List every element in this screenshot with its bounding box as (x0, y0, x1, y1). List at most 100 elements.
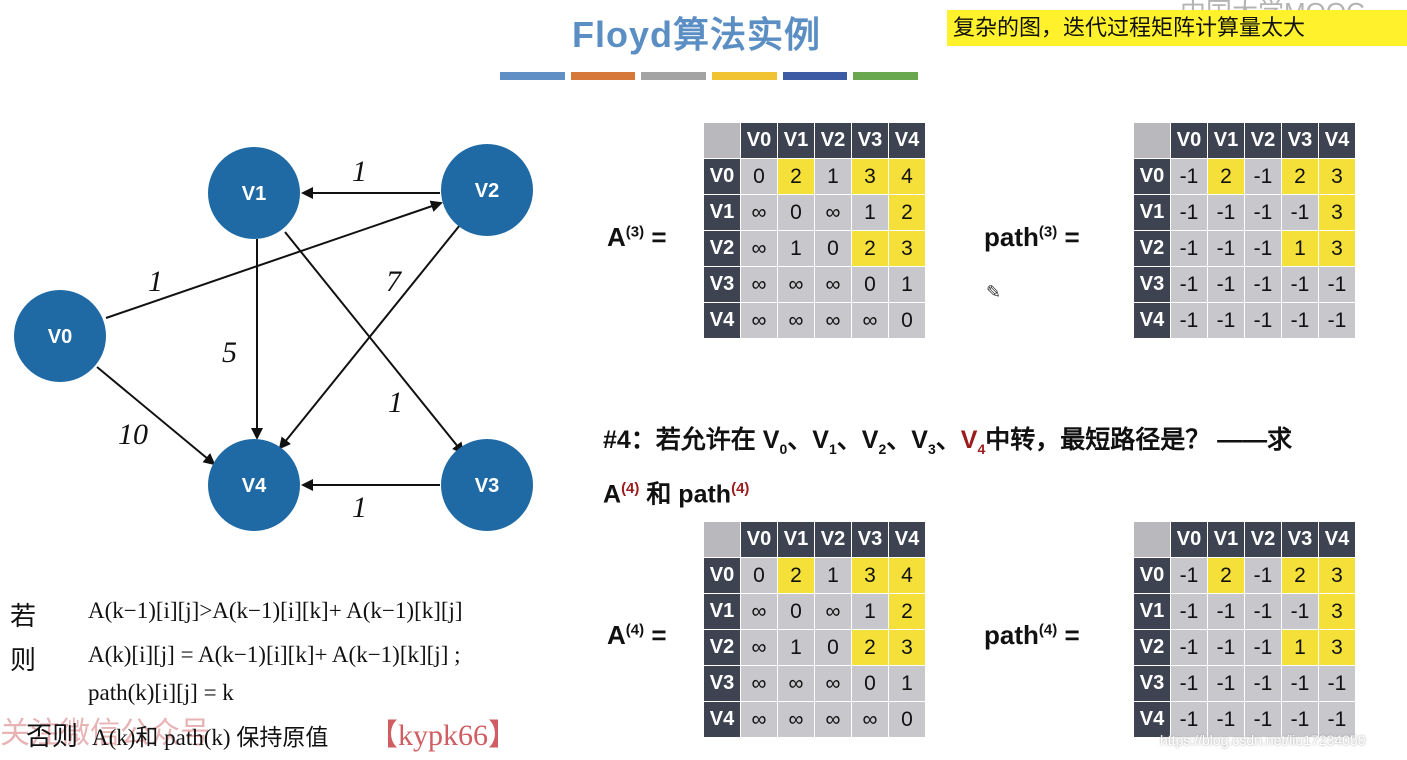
question-text: #4：若允许在 V0、V1、V2、V3、V4中转，最短路径是？ ——求 A(4)… (603, 420, 1292, 514)
matrix-cell: 1 (777, 629, 815, 666)
matrix-corner (703, 122, 741, 159)
matrix-cell: -1 (1318, 701, 1356, 738)
matrix-cell: 2 (1281, 158, 1319, 195)
label-path3-eq: = (1064, 222, 1080, 252)
matrix-col-header: V0 (1170, 122, 1208, 159)
matrix-cell: -1 (1318, 266, 1356, 303)
edge-v1-v3 (284, 231, 465, 455)
q-v: V (861, 426, 879, 454)
matrix-cell: ∞ (740, 701, 778, 738)
matrix-row-header: V0 (1133, 158, 1171, 195)
matrix-cell: ∞ (740, 629, 778, 666)
q-v: V (911, 426, 928, 454)
formula-then: 则 (10, 646, 37, 675)
matrix-cell: 1 (814, 557, 852, 594)
pencil-icon: ✎ (986, 282, 1002, 302)
matrix-cell: -1 (1207, 665, 1245, 702)
label-path3-text: path (984, 222, 1039, 252)
node-label: V0 (48, 326, 72, 348)
q-prefix: #4：若允许在 V (603, 426, 780, 454)
formula-update-path: path(k)[i][j] = k (88, 680, 234, 705)
label-path3: path(3) = (984, 222, 1080, 253)
matrix-cell: 1 (1281, 629, 1319, 666)
label-a4-text: A (607, 620, 626, 650)
matrix-col-header: V3 (851, 122, 889, 159)
matrix-cell: -1 (1281, 302, 1319, 339)
matrix-cell: 3 (1318, 593, 1356, 630)
matrix-cell: 2 (777, 158, 815, 195)
matrix-cell: ∞ (740, 230, 778, 267)
matrix-cell: ∞ (814, 194, 852, 231)
matrix-row-header: V1 (1133, 593, 1171, 630)
label-a3-text: A (607, 222, 626, 252)
matrix-cell: ∞ (814, 701, 852, 738)
matrix-cell: 4 (888, 557, 926, 594)
matrix-row-header: V2 (1133, 230, 1171, 267)
matrix-col-header: V1 (777, 122, 815, 159)
matrix-col-header: V4 (1318, 521, 1356, 558)
color-bars (500, 72, 919, 80)
matrix-cell: ∞ (740, 302, 778, 339)
formula-if: 若 (10, 602, 37, 631)
matrix-cell: 2 (851, 230, 889, 267)
matrix-cell: -1 (1244, 194, 1282, 231)
matrix-row-header: V2 (703, 629, 741, 666)
matrix-cell: ∞ (777, 266, 815, 303)
matrix-cell: -1 (1244, 557, 1282, 594)
matrix-cell: -1 (1207, 701, 1245, 738)
directed-graph: 1 1 7 5 1 10 1 V0 V1 V2 V3 V4 (14, 144, 533, 531)
slide-title: Floyd算法实例 (572, 14, 821, 55)
matrix-cell: ∞ (740, 194, 778, 231)
matrix-cell: 3 (1318, 158, 1356, 195)
q-sep: 、 (935, 426, 961, 454)
label-path4-text: path (984, 620, 1039, 650)
matrix-cell: 0 (814, 629, 852, 666)
matrix-cell: 0 (851, 266, 889, 303)
q-sep: 、 (886, 426, 912, 454)
q-sub-1: 1 (828, 441, 837, 457)
matrix-cell: -1 (1244, 158, 1282, 195)
matrix-cell: 3 (1318, 629, 1356, 666)
matrix-cell: ∞ (814, 593, 852, 630)
matrix-cell: 2 (1207, 557, 1245, 594)
matrix-cell: 1 (851, 194, 889, 231)
matrix-corner (1133, 521, 1171, 558)
weight-v1-v4: 5 (222, 336, 237, 369)
matrix-row-header: V0 (1133, 557, 1171, 594)
q-sep: 、 (836, 426, 862, 454)
matrix-cell: -1 (1244, 593, 1282, 630)
matrix-row-header: V4 (703, 701, 741, 738)
highlight-note: 复杂的图，迭代过程矩阵计算量太大 (947, 10, 1407, 46)
matrix-cell: ∞ (740, 266, 778, 303)
matrix-cell: 1 (851, 593, 889, 630)
matrix-cell: -1 (1318, 302, 1356, 339)
matrix-row-header: V1 (703, 194, 741, 231)
color-bar-1 (500, 72, 565, 80)
matrix-cell: -1 (1170, 629, 1208, 666)
matrix-cell: ∞ (740, 593, 778, 630)
matrix-cell: 1 (814, 158, 852, 195)
label-a3: A(3) = (607, 222, 667, 253)
q-sub-0: 0 (779, 441, 788, 457)
matrix-row-header: V0 (703, 557, 741, 594)
matrix-cell: ∞ (777, 302, 815, 339)
weight-v1-v3: 1 (388, 386, 403, 419)
node-label: V1 (242, 183, 266, 205)
matrix-cell: -1 (1170, 557, 1208, 594)
matrix-cell: -1 (1170, 665, 1208, 702)
matrix-cell: -1 (1281, 701, 1319, 738)
q-a: A (603, 480, 622, 509)
matrix-row-header: V1 (703, 593, 741, 630)
matrix-cell: 0 (888, 701, 926, 738)
matrix-cell: 3 (888, 230, 926, 267)
matrix-cell: 4 (888, 158, 926, 195)
matrix-cell: -1 (1318, 665, 1356, 702)
matrix-corner (703, 521, 741, 558)
